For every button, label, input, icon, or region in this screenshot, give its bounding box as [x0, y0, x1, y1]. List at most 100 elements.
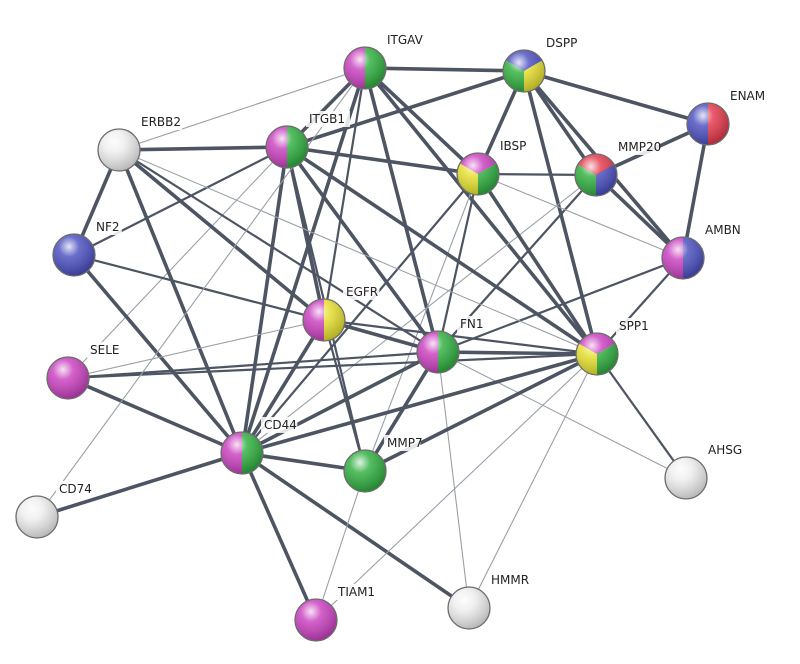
node-label: DSPP: [546, 36, 577, 50]
edge-cd44-tiam1: [240, 451, 318, 622]
node-egfr[interactable]: EGFR: [302, 284, 380, 342]
node-label: SPP1: [619, 319, 649, 333]
node-label: ITGAV: [387, 33, 424, 47]
node-enam[interactable]: ENAM: [686, 88, 765, 146]
node-dspp[interactable]: DSPP: [502, 35, 580, 93]
node-outline: [52, 233, 96, 277]
edge-fn1-ahsg: [437, 351, 687, 479]
edge-ambn-fn1: [436, 256, 685, 354]
node-label: HMMR: [491, 573, 529, 587]
node-label: ENAM: [730, 89, 765, 103]
node-gloss: [503, 50, 545, 92]
edge-itgb1-spp1: [285, 145, 599, 356]
node-label: MMP20: [618, 140, 661, 154]
node-label-bg: [261, 417, 298, 433]
node-gloss: [16, 496, 58, 538]
node-erbb2[interactable]: ERBB2: [97, 114, 182, 172]
node-gloss: [575, 154, 617, 196]
node-gloss: [576, 333, 618, 375]
node-cd74[interactable]: CD74: [15, 481, 93, 539]
node-label: EGFR: [346, 285, 378, 299]
node-cd44[interactable]: CD44: [220, 417, 298, 475]
node-label: CD74: [59, 482, 92, 496]
node-outline: [686, 102, 730, 146]
node-gloss: [47, 357, 89, 399]
node-label-bg: [543, 35, 580, 51]
edge-fn1-cd44: [240, 350, 440, 455]
node-gloss: [665, 457, 707, 499]
node-gloss: [98, 129, 140, 171]
edge-itgb1-fn1: [285, 145, 440, 354]
edge-mmp20-cd44: [241, 174, 597, 454]
node-label: ERBB2: [141, 115, 181, 129]
edge-egfr-spp1: [322, 318, 599, 356]
node-gloss: [303, 299, 345, 341]
edge-itgav-ibsp: [363, 66, 480, 176]
node-label: AHSG: [708, 443, 742, 457]
edge-spp1-sele: [66, 352, 599, 380]
node-label: FN1: [460, 317, 484, 331]
node-label-bg: [705, 442, 742, 458]
node-spp1[interactable]: SPP1: [575, 318, 653, 376]
edge-itgav-egfr: [322, 66, 367, 322]
node-outline: [661, 236, 705, 280]
edge-itgb1-sele: [67, 146, 288, 379]
node-outline: [416, 330, 460, 374]
node-outline: [502, 49, 546, 93]
node-outline: [343, 449, 387, 493]
node-mmp7[interactable]: MMP7: [343, 435, 423, 493]
edge-spp1-mmp7: [363, 352, 599, 473]
edge-itgav-dspp: [363, 66, 526, 73]
edge-erbb2-fn1: [117, 148, 440, 354]
edge-enam-ambn: [681, 122, 710, 260]
edge-ibsp-ambn: [477, 173, 684, 259]
node-fn1[interactable]: FN1: [416, 316, 486, 374]
node-nf2[interactable]: NF2: [52, 219, 122, 277]
node-sele[interactable]: SELE: [46, 342, 124, 400]
node-ahsg[interactable]: AHSG: [664, 442, 742, 500]
node-itgav[interactable]: ITGAV: [343, 32, 428, 90]
node-mmp20[interactable]: MMP20: [574, 139, 661, 197]
node-label-bg: [615, 139, 659, 155]
edge-nf2-egfr: [72, 253, 326, 322]
edge-itgav-erbb2: [118, 67, 366, 151]
edge-itgb1-erbb2: [117, 145, 289, 152]
node-ambn[interactable]: AMBN: [661, 222, 741, 280]
node-label-bg: [488, 572, 525, 588]
edge-nf2-cd44: [72, 253, 244, 455]
node-label: TIAM1: [337, 585, 375, 599]
node-ibsp[interactable]: IBSP: [456, 138, 534, 196]
node-outline: [265, 125, 309, 169]
node-outline: [574, 153, 618, 197]
edge-itgb1-cd44: [240, 145, 289, 455]
node-label: IBSP: [500, 139, 526, 153]
node-gloss: [662, 237, 704, 279]
edge-cd74-itgav: [36, 67, 366, 518]
edge-erbb2-egfr: [117, 148, 326, 322]
edge-erbb2-cd44: [117, 148, 244, 455]
node-label-bg: [457, 316, 486, 332]
edge-egfr-cd44: [240, 318, 326, 455]
node-outline: [343, 46, 387, 90]
node-gloss: [266, 126, 308, 168]
node-hmmr[interactable]: HMMR: [447, 572, 529, 630]
node-outline: [294, 598, 338, 642]
node-label-bg: [306, 111, 350, 127]
edge-itgav-fn1: [363, 66, 440, 354]
edge-spp1-ahsg: [595, 352, 688, 480]
node-outline: [302, 298, 346, 342]
edge-ibsp-cd44: [240, 172, 480, 455]
node-tiam1[interactable]: TIAM1: [294, 584, 379, 642]
edge-tiam1-spp1: [315, 353, 598, 621]
edge-dspp-enam: [522, 69, 710, 126]
node-gloss: [448, 587, 490, 629]
node-itgb1[interactable]: ITGB1: [265, 111, 350, 169]
edge-cd44-hmmr: [240, 451, 471, 610]
edge-fn1-spp1: [436, 350, 599, 356]
node-label: CD44: [264, 418, 297, 432]
edge-fn1-sele: [66, 350, 440, 380]
edge-fn1-hmmr: [437, 351, 470, 609]
node-label-bg: [138, 114, 182, 130]
